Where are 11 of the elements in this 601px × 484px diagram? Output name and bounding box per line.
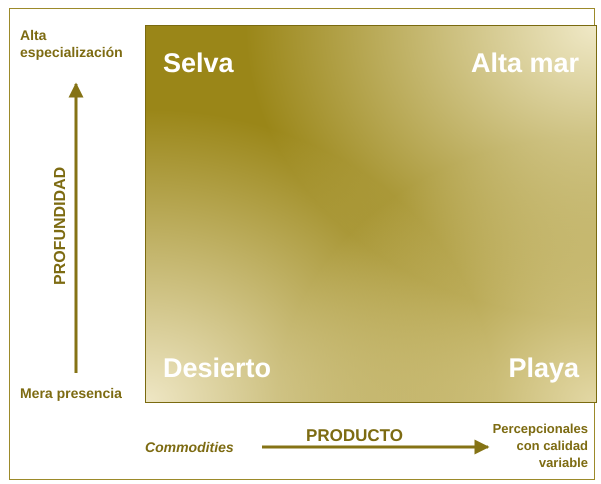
quadrant-label: Alta mar xyxy=(470,48,579,79)
axis-title: PRODUCTO xyxy=(306,427,403,444)
quadrant-label: Desierto xyxy=(163,353,272,384)
quadrant-label: Playa xyxy=(508,353,579,384)
axis-end-label: Alta especialización xyxy=(20,27,124,61)
quadrant-label: Selva xyxy=(163,48,234,79)
axis-end-label: Mera presencia xyxy=(20,385,122,402)
axis-title: PROFUNDIDAD xyxy=(52,166,69,285)
axis-end-label: Percepcionales con calidad variable xyxy=(492,420,588,471)
axis-end-label: Commodities xyxy=(145,439,234,456)
matrix-panel xyxy=(145,25,597,403)
